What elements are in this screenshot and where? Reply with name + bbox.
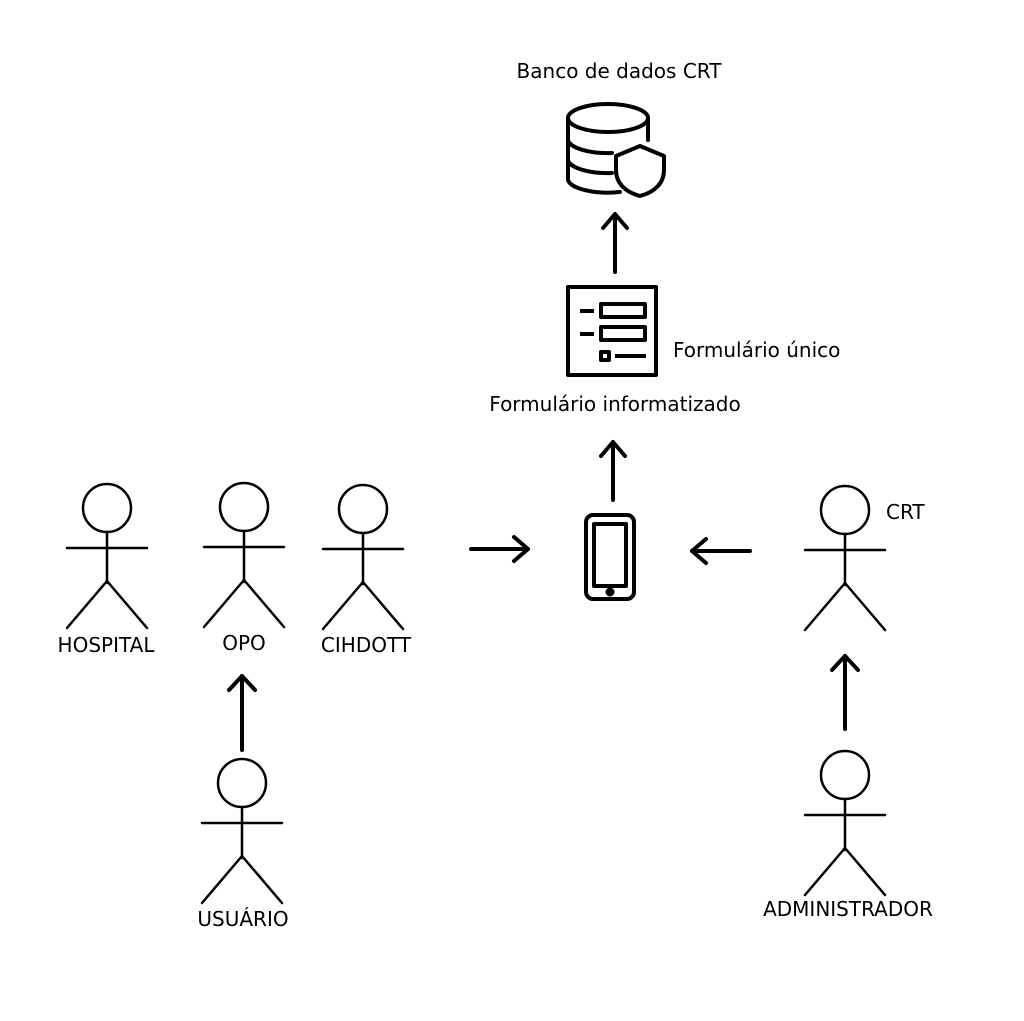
arrow-phone-to-form: [599, 440, 627, 502]
arrow-form-to-database: [601, 212, 629, 274]
actor-label-crt: CRT: [886, 500, 925, 524]
actor-label-cihdott: CIHDOTT: [320, 633, 412, 657]
actor-figure-cihdott: [321, 483, 405, 631]
smartphone-icon: [584, 513, 636, 601]
database-shield-icon: [566, 102, 666, 198]
arrow-crt-to-phone: [690, 537, 752, 565]
arrow-actors-to-phone: [469, 535, 530, 563]
actor-figure-usuario: [200, 757, 284, 905]
form-icon: [566, 285, 658, 377]
form-side-label: Formulário único: [673, 338, 841, 362]
actor-label-hospital: HOSPITAL: [57, 633, 155, 657]
actor-label-usuario: USUÁRIO: [197, 907, 289, 931]
actor-label-opo: OPO: [222, 631, 266, 655]
actor-figure-crt: [803, 484, 887, 632]
form-caption: Formulário informatizado: [489, 392, 741, 416]
arrow-administrador-to-crt: [830, 654, 860, 731]
actor-figure-opo: [202, 481, 286, 629]
database-label: Banco de dados CRT: [516, 59, 722, 83]
actor-label-administrador: ADMINISTRADOR: [763, 897, 933, 921]
actor-figure-administrador: [803, 749, 887, 897]
arrow-usuario-to-opo: [227, 674, 257, 752]
actor-figure-hospital: [65, 482, 149, 630]
